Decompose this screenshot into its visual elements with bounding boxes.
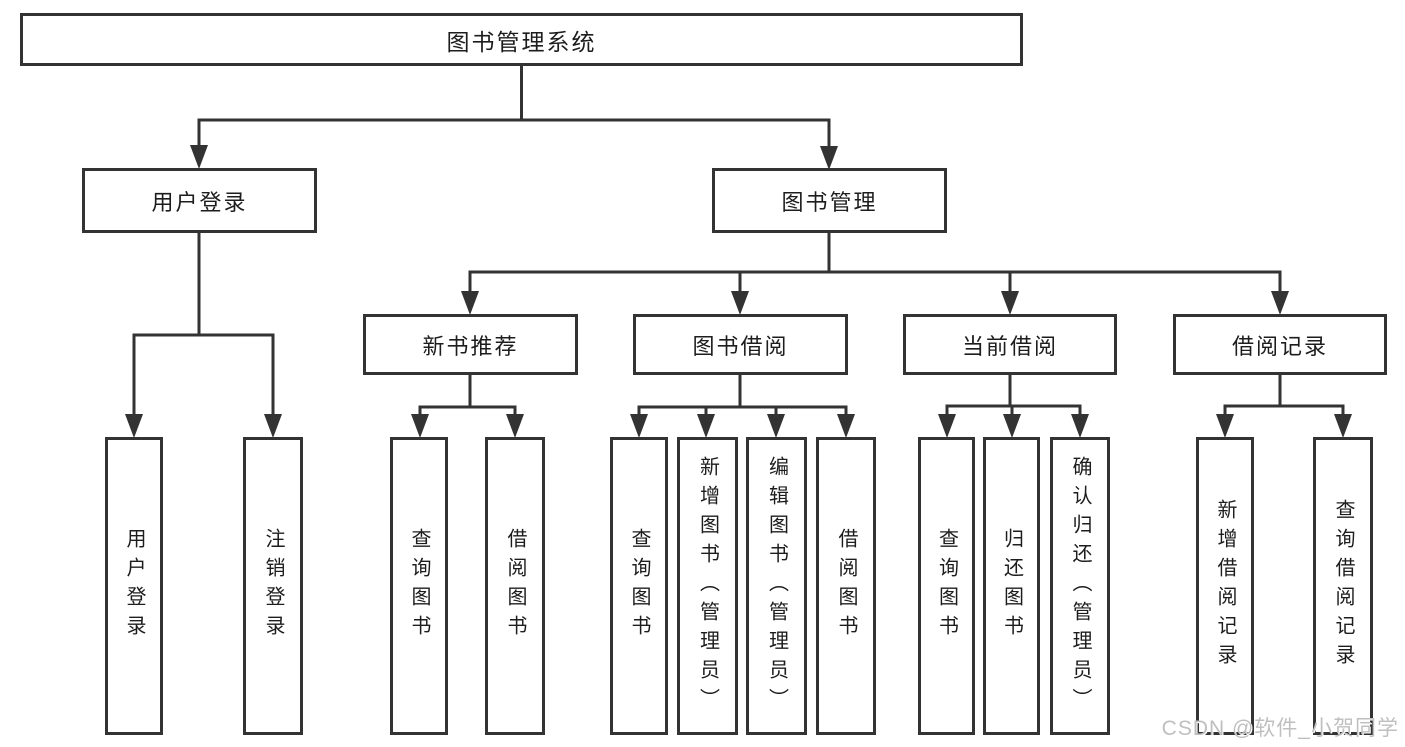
leaf-user-login: 用户登录 — [105, 437, 163, 735]
csdn-watermark: CSDN @软件_小贺同学 — [1161, 717, 1399, 740]
leaf-borrow-add-books-admin: 新增图书（管理员） — [677, 437, 738, 735]
node-label: 图书管理系统 — [446, 28, 597, 55]
leaf-label: 新增图书（管理员） — [696, 455, 719, 717]
node-label: 当前借阅 — [961, 333, 1058, 359]
node-current-borrow: 当前借阅 — [903, 314, 1117, 375]
leaf-newbooks-borrow-books: 借阅图书 — [485, 437, 545, 735]
leaf-label: 借阅图书 — [504, 528, 526, 644]
node-book-borrow: 图书借阅 — [633, 314, 848, 375]
node-label: 新书推荐 — [422, 333, 519, 359]
leaf-borrow-borrow-books: 借阅图书 — [816, 437, 876, 735]
leaf-label: 用户登录 — [123, 528, 145, 644]
leaf-label: 查询图书 — [628, 528, 650, 644]
node-label: 图书管理 — [781, 189, 878, 215]
node-label: 借阅记录 — [1231, 333, 1328, 359]
node-book-management: 图书管理 — [712, 168, 947, 233]
leaf-borrow-query-books: 查询图书 — [610, 437, 668, 735]
node-library-management-system: 图书管理系统 — [20, 13, 1023, 66]
leaf-label: 查询借阅记录 — [1332, 499, 1354, 673]
leaf-label: 确认归还（管理员） — [1069, 455, 1091, 717]
leaf-label: 借阅图书 — [835, 528, 857, 644]
leaf-logout: 注销登录 — [243, 437, 303, 735]
leaf-records-add-borrow-record: 新增借阅记录 — [1196, 437, 1254, 735]
leaf-current-confirm-return-admin: 确认归还（管理员） — [1050, 437, 1110, 735]
leaf-label: 注销登录 — [262, 528, 284, 644]
leaf-current-return-books: 归还图书 — [983, 437, 1040, 735]
leaf-label: 归还图书 — [1000, 528, 1023, 644]
node-user-login: 用户登录 — [82, 168, 317, 233]
node-borrow-records: 借阅记录 — [1173, 314, 1387, 375]
node-new-book-recommend: 新书推荐 — [363, 314, 578, 375]
leaf-label: 新增借阅记录 — [1214, 499, 1236, 673]
leaf-label: 查询图书 — [935, 528, 958, 644]
leaf-current-query-books: 查询图书 — [918, 437, 975, 735]
leaf-label: 查询图书 — [408, 528, 430, 644]
arrowheads — [125, 145, 1352, 438]
leaf-label: 编辑图书（管理员） — [765, 455, 788, 717]
leaf-newbooks-query-books: 查询图书 — [390, 437, 448, 735]
node-label: 用户登录 — [151, 189, 248, 215]
node-label: 图书借阅 — [692, 333, 789, 359]
leaf-borrow-edit-books-admin: 编辑图书（管理员） — [746, 437, 807, 735]
leaf-records-query-borrow-record: 查询借阅记录 — [1313, 437, 1373, 735]
